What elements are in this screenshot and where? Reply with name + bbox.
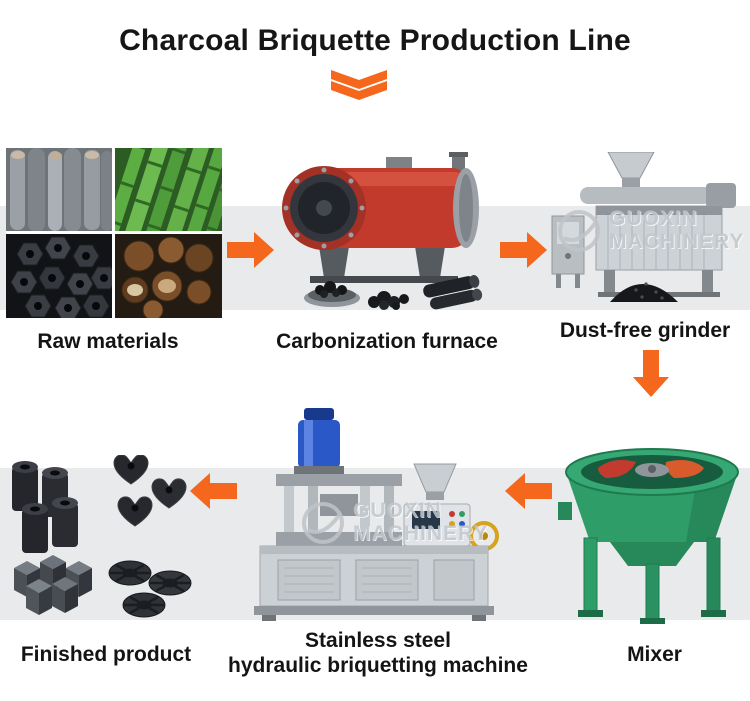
raw-materials-label: Raw materials [37, 330, 179, 353]
wood-logs-photo [6, 148, 113, 232]
page-title: Charcoal Briquette Production Line [119, 24, 631, 57]
arrow-right-icon [500, 232, 547, 268]
finished-product-label: Finished product [20, 643, 192, 666]
mixer-illustration [558, 448, 739, 624]
briquetting-machine-label-line1: Stainless steel [305, 629, 451, 652]
arrow-left-icon [505, 473, 552, 509]
double-chevron-down-icon [331, 70, 387, 100]
carbonization-furnace-illustration [282, 152, 483, 310]
briquetting-machine-label: Stainless steel hydraulic briquetting ma… [220, 629, 536, 679]
mixer-label: Mixer [627, 643, 682, 666]
dust-free-grinder-label: Dust-free grinder [559, 319, 731, 342]
briquetting-machine-illustration [254, 408, 499, 621]
coconut-shells-photo [115, 234, 222, 318]
finished-product-photo [12, 455, 192, 618]
raw-materials-photo [6, 148, 222, 318]
bamboo-photo [115, 148, 222, 232]
arrow-down-icon [633, 350, 669, 397]
charcoal-sticks-photo [6, 234, 113, 318]
arrow-left-icon [190, 473, 237, 509]
dust-free-grinder-illustration [551, 152, 736, 302]
carbonization-furnace-label: Carbonization furnace [276, 330, 498, 353]
arrow-right-icon [227, 232, 274, 268]
briquetting-machine-label-line2: hydraulic briquetting machine [228, 653, 528, 677]
